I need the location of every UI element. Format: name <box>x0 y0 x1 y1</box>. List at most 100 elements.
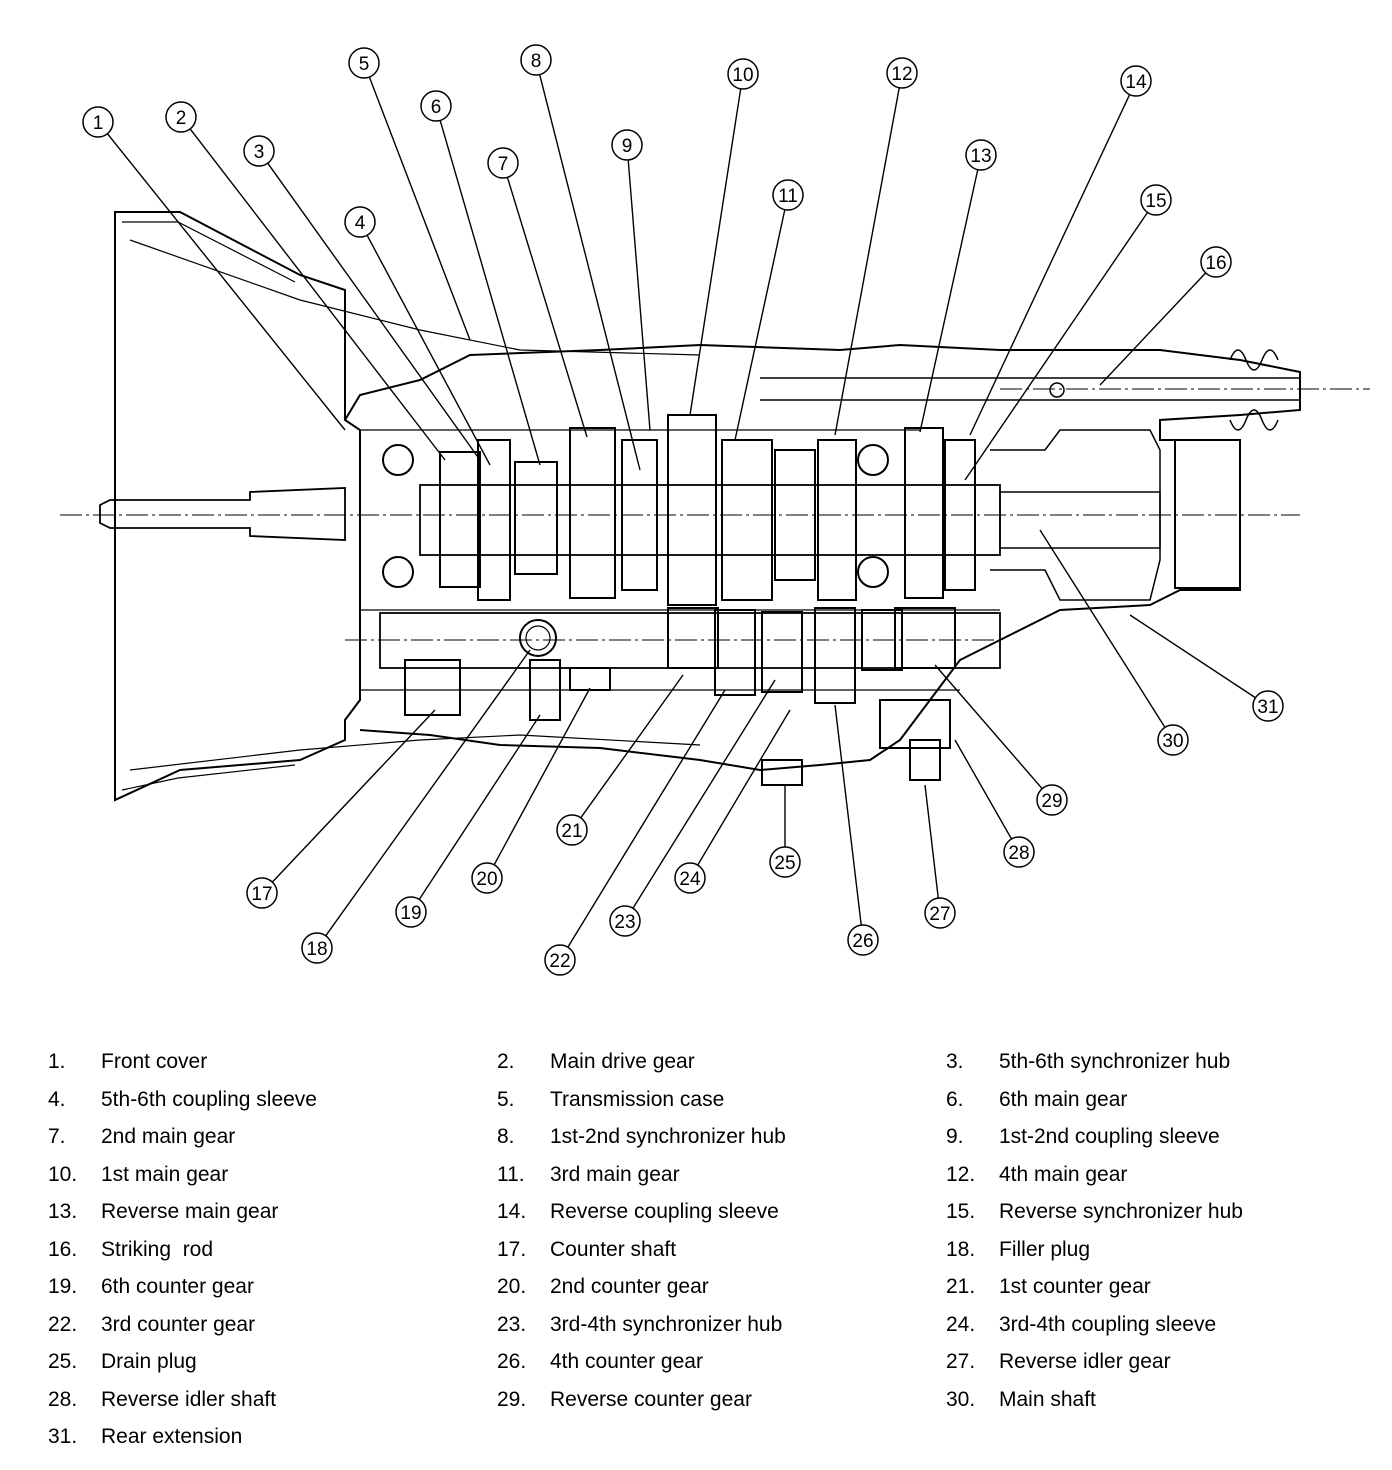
legend-label: 5th-6th synchronizer hub <box>999 1050 1231 1073</box>
legend-label: 3rd counter gear <box>101 1312 256 1336</box>
callout-number: 11 <box>778 186 798 207</box>
callout-number: 21 <box>561 821 582 842</box>
callout-circle <box>395 896 427 928</box>
callout-number: 14 <box>1125 72 1147 93</box>
callout-30: 30 <box>1157 724 1189 756</box>
callout-leaders <box>106 74 1256 948</box>
callout-leader-23 <box>632 679 776 909</box>
legend-label: 1st counter gear <box>999 1275 1151 1298</box>
callout-leader-19 <box>418 714 541 900</box>
callout-leader-31 <box>1129 614 1256 699</box>
callout-number: 30 <box>1162 731 1183 752</box>
legend-label: Reverse idler gear <box>999 1350 1171 1373</box>
callout-number: 5 <box>359 54 370 75</box>
shaft-centerlines <box>60 388 1370 641</box>
legend-label: 6th counter gear <box>101 1275 254 1298</box>
legend-label: 3rd main gear <box>550 1162 680 1186</box>
callout-31: 31 <box>1252 690 1284 722</box>
callout-15: 15 <box>1140 184 1172 216</box>
legend-number: 16. <box>48 1237 78 1261</box>
callout-number: 1 <box>93 113 104 134</box>
callout-circle <box>727 58 759 90</box>
callout-number: 18 <box>306 939 327 960</box>
callout-leader-26 <box>834 704 862 926</box>
callout-leader-6 <box>439 120 541 466</box>
callout-circle <box>520 44 552 76</box>
legend-label: 2nd counter gear <box>550 1275 709 1298</box>
callout-22: 22 <box>544 944 576 976</box>
callout-8: 8 <box>520 44 552 76</box>
callout-leader-16 <box>1099 272 1207 386</box>
callout-3: 3 <box>243 135 275 167</box>
callout-leader-14 <box>969 94 1131 436</box>
legend-label: Filler plug <box>999 1237 1091 1261</box>
callout-leader-1 <box>106 133 346 431</box>
callout-leader-10 <box>689 88 742 416</box>
legend-label: Main drive gear <box>550 1050 695 1073</box>
callout-number: 6 <box>431 97 442 118</box>
callout-number: 9 <box>622 136 633 157</box>
callout-leader-7 <box>506 177 588 438</box>
callout-circle <box>243 135 275 167</box>
callout-circle <box>487 147 519 179</box>
callout-27: 27 <box>924 897 956 929</box>
legend-number: 5. <box>497 1087 515 1111</box>
callout-number: 2 <box>176 108 187 129</box>
callout-leader-24 <box>697 709 791 866</box>
legend-label: Reverse synchronizer hub <box>999 1200 1243 1223</box>
callout-number: 25 <box>774 853 795 874</box>
legend-label: 3rd-4th coupling sleeve <box>999 1312 1217 1336</box>
callout-number: 28 <box>1008 843 1029 864</box>
callout-circle <box>1200 246 1232 278</box>
callout-circle <box>769 846 801 878</box>
callout-circle <box>344 206 376 238</box>
legend-label: Front cover <box>101 1050 208 1073</box>
legend-label: 4th counter gear <box>550 1350 703 1373</box>
legend-label: Striking rod <box>101 1237 214 1261</box>
legend-label: 3rd-4th synchronizer hub <box>550 1312 783 1336</box>
callout-number: 3 <box>254 142 265 163</box>
callout-4: 4 <box>344 206 376 238</box>
callout-number: 31 <box>1257 697 1278 718</box>
legend-label: 2nd main gear <box>101 1125 236 1148</box>
callout-circle <box>1036 784 1068 816</box>
callout-number: 15 <box>1145 191 1166 212</box>
callout-19: 19 <box>395 896 427 928</box>
callout-21: 21 <box>556 814 588 846</box>
callout-29: 29 <box>1036 784 1068 816</box>
legend-label: 4th main gear <box>999 1162 1128 1186</box>
callout-circle <box>556 814 588 846</box>
legend-number: 31. <box>48 1425 78 1448</box>
callout-18: 18 <box>301 932 333 964</box>
callout-leader-29 <box>934 664 1043 790</box>
legend-number: 11. <box>497 1162 525 1186</box>
legend-number: 1. <box>48 1050 66 1073</box>
callout-number: 19 <box>400 903 421 924</box>
callout-24: 24 <box>674 862 706 894</box>
callout-leader-22 <box>567 689 726 948</box>
callout-14: 14 <box>1120 65 1152 97</box>
callout-circle <box>348 47 380 79</box>
callout-25: 25 <box>769 846 801 878</box>
legend-number: 24. <box>946 1312 976 1336</box>
legend-label: Reverse counter gear <box>550 1387 752 1411</box>
callout-number: 12 <box>891 64 912 85</box>
legend-label: Counter shaft <box>550 1237 677 1261</box>
callout-leader-2 <box>189 128 446 461</box>
legend-number: 9. <box>946 1125 964 1148</box>
legend-number: 25. <box>48 1350 78 1373</box>
callout-circle <box>1003 836 1035 868</box>
legend-number: 26. <box>497 1350 527 1373</box>
callout-leader-4 <box>366 234 491 466</box>
callout-number: 26 <box>852 931 873 952</box>
callout-leader-12 <box>834 87 900 436</box>
legend-number: 13. <box>48 1200 78 1223</box>
callout-circle <box>1120 65 1152 97</box>
legend-number: 20. <box>497 1275 527 1298</box>
legend-label: Drain plug <box>101 1350 197 1373</box>
legend-number: 6. <box>946 1087 964 1111</box>
legend-number: 8. <box>497 1125 515 1148</box>
callout-circle <box>674 862 706 894</box>
legend-number: 30. <box>946 1387 976 1411</box>
callout-number: 27 <box>929 904 950 925</box>
